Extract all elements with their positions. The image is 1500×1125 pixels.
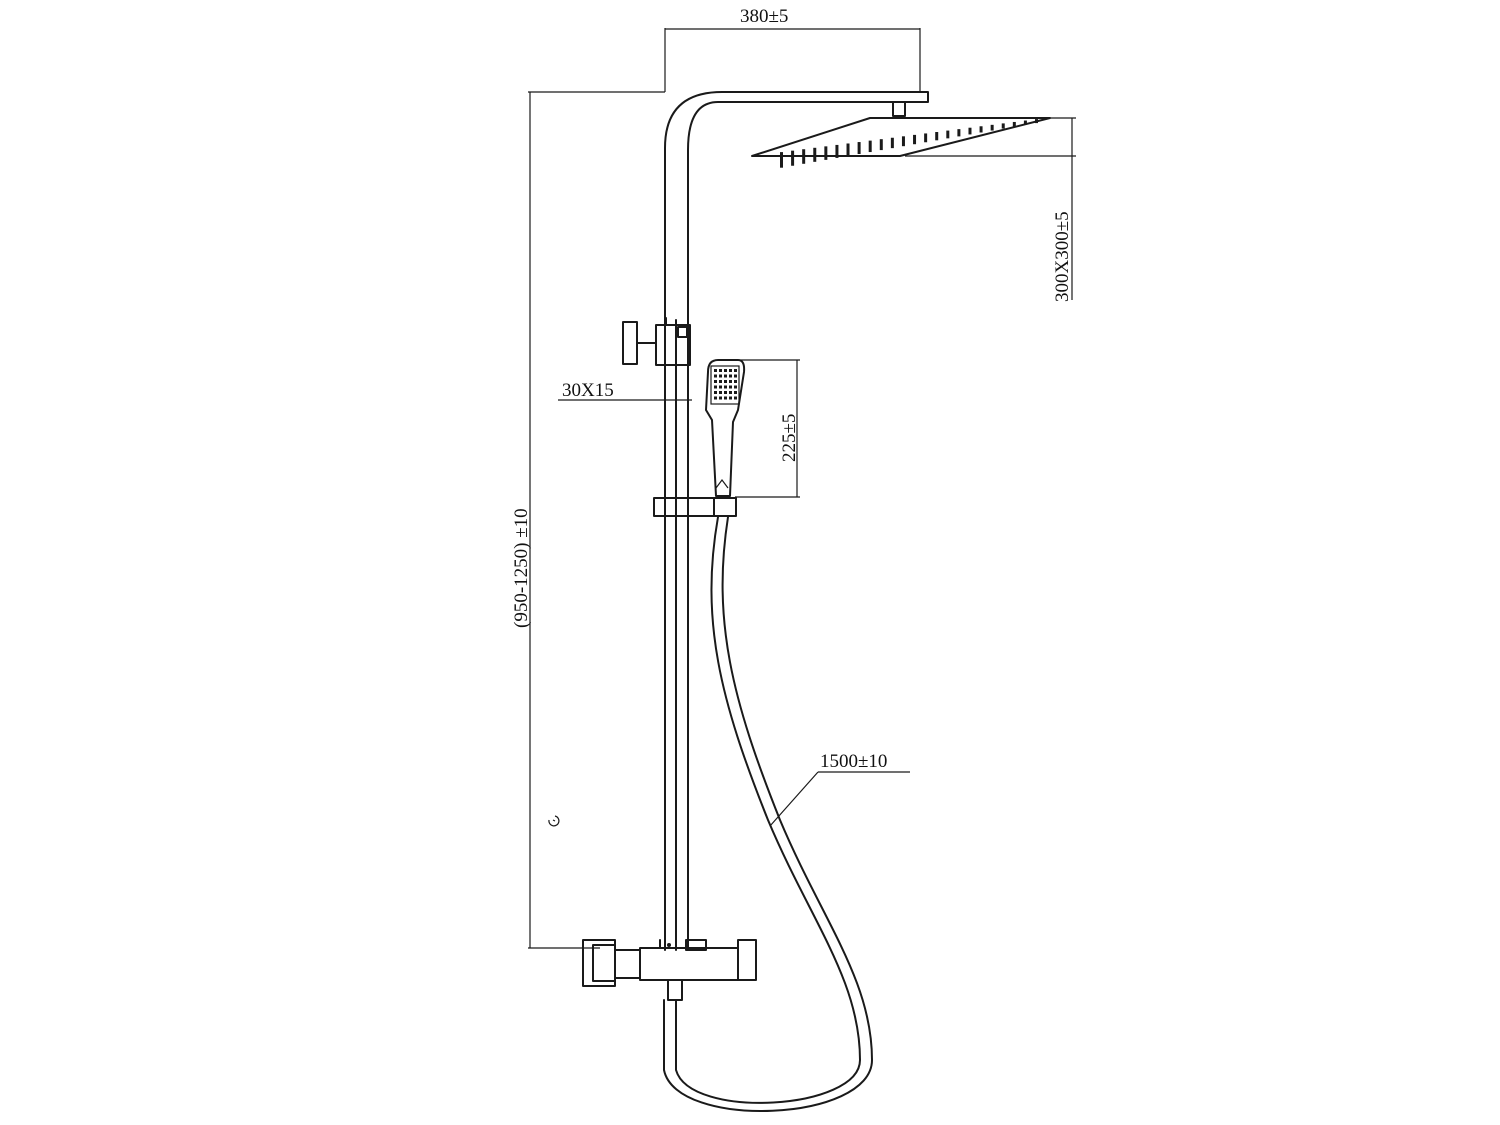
spray-hole-icon: [719, 396, 722, 400]
spray-hole-icon: [724, 396, 727, 400]
spray-hole-icon: [729, 391, 732, 394]
nozzle-icon: [968, 127, 972, 135]
arm-length-dimension: 380±5: [664, 6, 921, 92]
spray-hole-icon: [734, 374, 737, 378]
spray-hole-icon: [729, 369, 732, 372]
hose-length-dimension: 1500±10: [769, 751, 910, 827]
spray-hole-icon: [714, 374, 717, 378]
rain-shower-head: [751, 101, 1051, 168]
rotation-mark-icon: [548, 815, 560, 827]
rail-height-label: (950-1250) ±10: [511, 508, 532, 628]
nozzle-icon: [813, 147, 817, 162]
spray-hole-icon: [719, 380, 722, 383]
handshower-nozzles: [714, 369, 737, 400]
head-size-dimension: 300X300±5: [905, 117, 1076, 302]
shower-nozzles: [780, 119, 1038, 168]
nozzle-icon: [835, 144, 839, 158]
nozzle-icon: [935, 132, 939, 141]
arm-length-label: 380±5: [740, 6, 788, 27]
hand-shower: [705, 359, 746, 497]
rail-height-dimension: (950-1250) ±10: [511, 91, 665, 949]
spray-hole-icon: [714, 391, 717, 394]
nozzle-icon: [1001, 123, 1005, 129]
nozzle-icon: [824, 146, 828, 160]
spray-hole-icon: [729, 374, 732, 378]
spray-hole-icon: [729, 396, 732, 400]
nozzle-icon: [1035, 119, 1038, 124]
riser-pipe: [664, 91, 929, 951]
shower-hose: [663, 516, 873, 1112]
nozzle-icon: [857, 142, 861, 155]
head-size-label: 300X300±5: [1052, 211, 1073, 302]
spray-hole-icon: [719, 374, 722, 378]
spray-hole-icon: [734, 391, 737, 394]
spray-hole-icon: [724, 391, 727, 394]
mixer-screw-icon: [667, 943, 671, 947]
spray-hole-icon: [719, 391, 722, 394]
spray-hole-icon: [729, 385, 732, 389]
spray-hole-icon: [719, 369, 722, 372]
spray-hole-icon: [734, 380, 737, 383]
nozzle-icon: [946, 130, 950, 139]
spray-hole-icon: [724, 380, 727, 383]
nozzle-icon: [846, 143, 850, 156]
mixer-valve: [582, 939, 757, 1001]
nozzle-icon: [890, 137, 894, 149]
nozzle-icon: [924, 133, 928, 143]
rail-profile-dimension: 30X15: [558, 380, 692, 401]
spray-hole-icon: [714, 396, 717, 400]
nozzle-icon: [901, 136, 905, 147]
nozzle-icon: [957, 129, 961, 137]
nozzle-icon: [879, 139, 883, 151]
nozzle-icon: [1023, 120, 1027, 125]
slide-holder: [653, 497, 737, 517]
spray-hole-icon: [729, 380, 732, 383]
spray-hole-icon: [714, 385, 717, 389]
hose-length-label: 1500±10: [820, 751, 887, 772]
wall-bracket: [622, 317, 691, 366]
nozzle-icon: [802, 149, 806, 164]
spray-hole-icon: [724, 369, 727, 372]
nozzle-icon: [979, 126, 983, 133]
spray-hole-icon: [714, 380, 717, 383]
nozzle-icon: [1012, 121, 1016, 127]
handshower-length-dimension: 225±5: [735, 359, 800, 498]
nozzle-icon: [780, 152, 783, 168]
spray-hole-icon: [734, 396, 737, 400]
spray-hole-icon: [734, 385, 737, 389]
nozzle-icon: [868, 140, 872, 153]
handshower-length-label: 225±5: [779, 414, 800, 462]
spray-hole-icon: [724, 374, 727, 378]
spray-hole-icon: [714, 369, 717, 372]
nozzle-icon: [913, 134, 917, 145]
rail-profile-label: 30X15: [562, 380, 614, 401]
nozzle-icon: [791, 150, 795, 166]
spray-hole-icon: [734, 369, 737, 372]
spray-hole-icon: [719, 385, 722, 389]
spray-hole-icon: [724, 385, 727, 389]
nozzle-icon: [990, 124, 994, 131]
